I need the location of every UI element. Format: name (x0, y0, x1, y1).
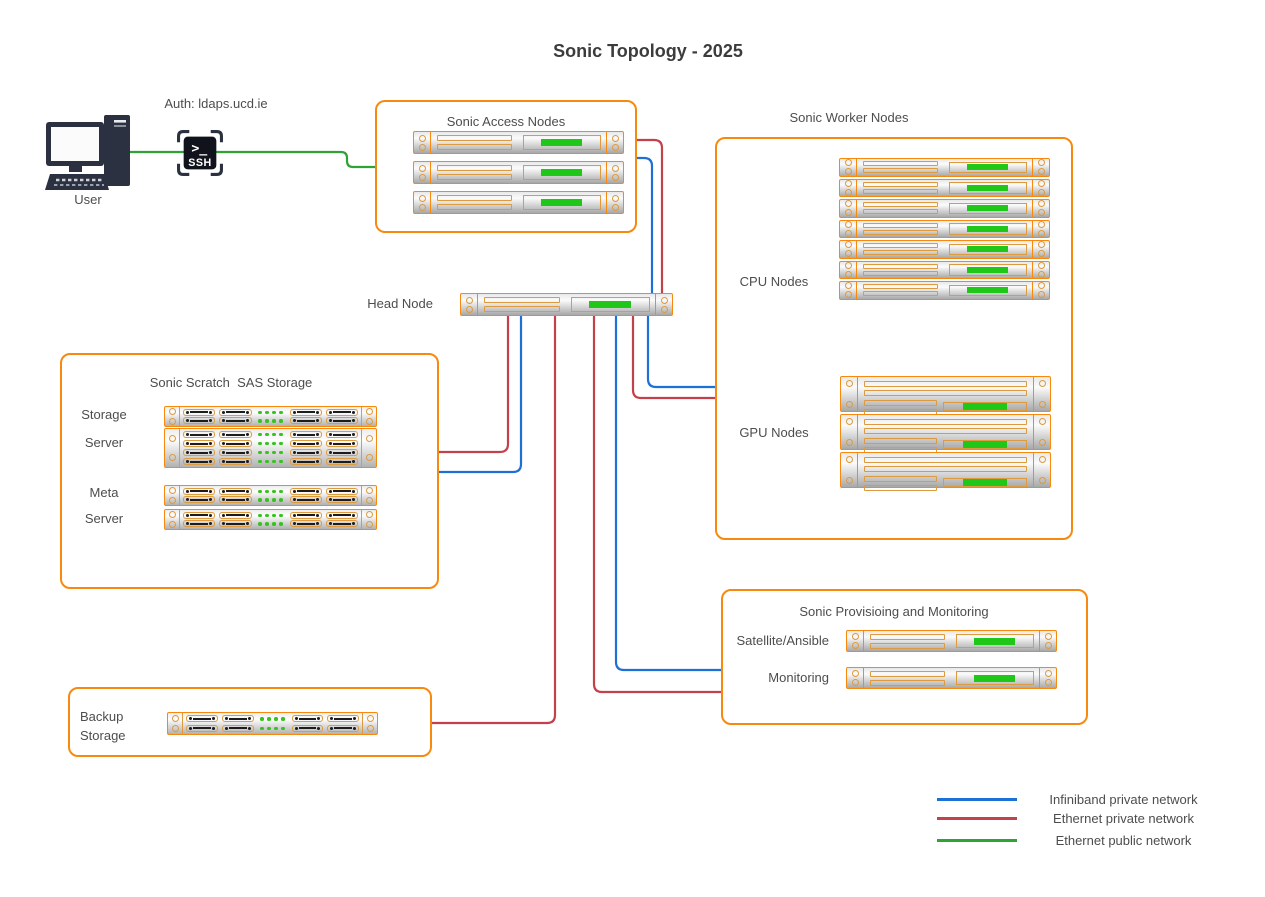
worker-box-title: Sonic Worker Nodes (789, 110, 909, 125)
backup-label-2: Storage (80, 728, 126, 743)
auth-label: Auth: ldaps.ucd.ie (164, 96, 268, 111)
meta-server-label-1: Meta (89, 485, 119, 500)
wire-infiniband-head-scratch (439, 316, 523, 474)
ssh-corner-brackets (177, 130, 223, 176)
rack-server-icon (839, 240, 1050, 259)
wire-private-head-provisioning (592, 316, 721, 694)
scratch-box-title: Sonic Scratch SAS Storage (149, 375, 313, 390)
scratch-storage-box: Sonic Scratch SAS Storage Storage Server… (60, 353, 439, 589)
storage-array-icon (164, 485, 377, 506)
legend-item-infiniband: Infiniband private network (937, 791, 1230, 807)
cpu-node-stack (839, 158, 1050, 300)
head-node-label: Head Node (367, 296, 433, 311)
rack-server-icon (839, 199, 1050, 218)
wire-infiniband-access-head (637, 156, 654, 293)
head-node-server (460, 293, 673, 316)
gpu-nodes-label: GPU Nodes (739, 425, 809, 440)
monitoring-label: Monitoring (768, 670, 829, 685)
legend-item-ethernet-private: Ethernet private network (937, 810, 1230, 826)
access-nodes-box: Sonic Access Nodes (375, 100, 637, 233)
meta-server-array-2 (164, 509, 377, 530)
rack-server-2u-icon (840, 376, 1051, 415)
user-computer-icon (45, 115, 130, 190)
legend-line-ethernet-private (937, 816, 1017, 820)
legend-label-ethernet-public: Ethernet public network (1055, 832, 1192, 848)
provisioning-box-title: Sonic Provisioing and Monitoring (799, 604, 989, 619)
backup-label-1: Backup (80, 709, 124, 724)
ssh-prompt-glyph: >_ (191, 141, 207, 156)
backup-storage-box: Backup Storage (68, 687, 432, 757)
wire-infiniband-head-provisioning (614, 316, 721, 672)
wire-infiniband-head-worker (646, 316, 715, 389)
legend-label-infiniband: Infiniband private network (1049, 791, 1198, 807)
legend-item-ethernet-public: Ethernet public network (937, 832, 1230, 848)
satellite-ansible-label: Satellite/Ansible (736, 633, 830, 648)
legend-line-infiniband (937, 797, 1017, 801)
rack-server-icon (460, 293, 673, 316)
rack-server-icon (413, 161, 624, 184)
rack-server-2u-icon (840, 414, 1051, 453)
meta-server-label-2: Server (84, 511, 124, 526)
rack-server-icon (839, 260, 1050, 279)
storage-array-icon (164, 406, 377, 427)
wire-private-access-head (637, 138, 664, 293)
monitoring-server (846, 667, 1057, 689)
page-title: Sonic Topology - 2025 (553, 41, 743, 61)
legend-label-ethernet-private: Ethernet private network (1053, 810, 1194, 826)
storage-server-label-2: Server (84, 435, 124, 450)
rack-server-icon (839, 178, 1050, 197)
rack-server-icon (413, 191, 624, 214)
backup-storage-array (167, 712, 378, 735)
storage-server-array-main (164, 428, 377, 468)
access-node-stack (413, 131, 624, 214)
access-box-title: Sonic Access Nodes (446, 114, 566, 129)
rack-server-icon (839, 158, 1050, 177)
user-label: User (74, 192, 102, 207)
rack-server-icon (839, 281, 1050, 300)
meta-server-array-1 (164, 485, 377, 506)
rack-server-2u-icon (840, 452, 1051, 491)
gpu-node-stack (840, 376, 1051, 491)
ssh-icon: >_ SSH (176, 129, 224, 177)
rack-server-icon (413, 131, 624, 154)
storage-server-array-top (164, 406, 377, 427)
cpu-nodes-label: CPU Nodes (739, 274, 809, 289)
wire-public-user-access (130, 150, 375, 169)
wire-private-head-backup (432, 316, 557, 725)
worker-nodes-box: CPU Nodes GPU Nodes (715, 137, 1073, 540)
satellite-ansible-server (846, 630, 1057, 652)
wire-private-head-scratch (439, 316, 510, 454)
wire-private-head-worker (631, 316, 715, 400)
rack-server-icon (846, 667, 1057, 689)
storage-server-label-1: Storage (81, 407, 127, 422)
storage-array-icon (167, 712, 378, 735)
storage-array-icon (164, 509, 377, 530)
rack-server-icon (839, 219, 1050, 238)
provisioning-box: Sonic Provisioing and Monitoring Satelli… (721, 589, 1088, 725)
storage-array-icon (164, 428, 377, 468)
rack-server-icon (846, 630, 1057, 652)
legend-line-ethernet-public (937, 838, 1017, 842)
ssh-label: SSH (188, 157, 212, 169)
